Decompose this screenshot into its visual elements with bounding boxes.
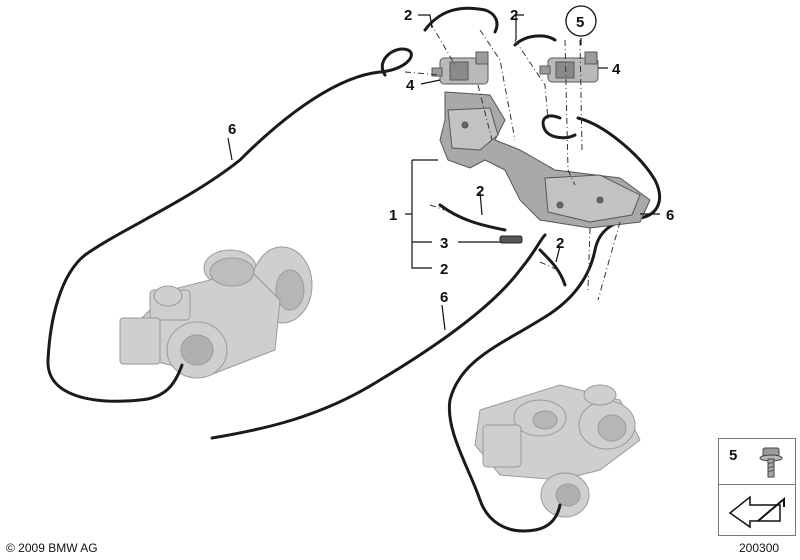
callout-2-lower: 2 [556, 235, 564, 252]
arrow-icon [728, 495, 785, 529]
callout-6-right: 6 [666, 207, 674, 224]
callout-3: 3 [440, 235, 448, 252]
right-turbocharger [474, 384, 641, 518]
document-number: 200300 [739, 541, 780, 555]
hose-clip [499, 235, 523, 244]
assembly-lines [404, 21, 621, 301]
callout-4-left: 4 [406, 77, 415, 94]
solenoid-valve-right [539, 51, 599, 83]
callout-6-left: 6 [228, 121, 236, 138]
legend-item-number: 5 [729, 447, 738, 464]
callout-leaders [227, 14, 660, 331]
callout-6-bottom: 6 [440, 289, 448, 306]
legend-divider [719, 484, 795, 485]
callout-5: 5 [576, 14, 584, 31]
callout-4-right: 4 [612, 61, 621, 78]
callout-5-circle [565, 5, 597, 37]
small-hoses [423, 6, 577, 232]
vacuum-lines [46, 47, 661, 533]
callout-2-mid-a: 2 [476, 183, 484, 200]
left-turbocharger [119, 246, 313, 379]
bolt-icon [759, 447, 783, 478]
solenoid-valve-left [431, 51, 489, 85]
legend-box: 5 [718, 438, 796, 536]
callout-1: 1 [389, 207, 397, 224]
copyright-text: © 2009 BMW AG [6, 541, 98, 555]
callout-2-top-left: 2 [404, 7, 412, 24]
callout-2-top-mid: 2 [510, 7, 518, 24]
callout-2-mid-b: 2 [440, 261, 448, 278]
mounting-bracket [439, 91, 651, 229]
